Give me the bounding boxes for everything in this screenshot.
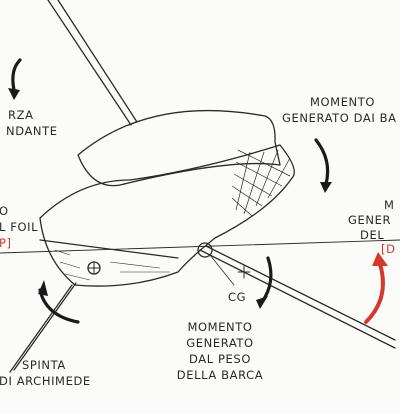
label-peso-3: DAL PESO [189,352,251,366]
label-peso-2: GENERATO [186,336,254,350]
pivot-circle [197,242,213,258]
label-peso-1: MOMENTO [187,320,253,334]
hull-outline [39,144,295,287]
arrow-red [364,262,385,324]
label-cg: CG [228,290,247,304]
label-right-3: DEL [360,228,385,242]
arrow-forza [11,58,22,92]
label-spinta-2: DI ARCHIMEDE [0,374,91,388]
label-forza-1: RZA [8,108,34,122]
bow-dots [54,249,170,281]
label-right-1: M [384,198,395,212]
waterline [0,239,400,254]
label-foil-2: L FOIL [0,220,39,234]
label-right-2: GENER [348,213,392,227]
label-momento-1: MOMENTO [310,95,376,109]
mast-line-2 [57,0,138,123]
arrow-momento-cg [260,256,273,304]
hull-chine [39,239,179,259]
label-forza-2: NDANTE [6,124,58,138]
keel-strut-2 [205,245,396,341]
label-right-bracket: [D [381,242,396,256]
label-foil-1: O [0,204,9,218]
keel-strut [199,249,396,349]
stern-hatching [231,149,291,217]
arrow-momento-top [314,138,330,186]
mast-line [47,0,132,126]
foil-strut-2 [13,282,77,371]
label-peso-4: DELLA BARCA [176,368,264,382]
foil-strut [9,284,73,373]
label-spinta-1: SPINTA [22,358,66,372]
cabin-outline [77,109,281,187]
label-momento-2: GENERATO DAI BA [282,111,397,125]
label-foil-bracket: P] [0,236,12,250]
